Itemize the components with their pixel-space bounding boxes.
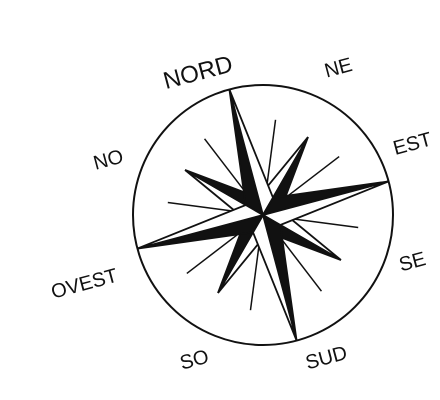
label-no: NO — [91, 146, 126, 175]
compass-star — [137, 89, 388, 340]
label-se: SE — [397, 248, 428, 276]
label-ne: NE — [322, 54, 355, 82]
label-sud: SUD — [303, 342, 349, 374]
label-est: EST — [391, 129, 434, 160]
label-ovest: OVEST — [49, 265, 120, 304]
label-nord: NORD — [160, 51, 235, 95]
label-so: SO — [178, 346, 212, 375]
